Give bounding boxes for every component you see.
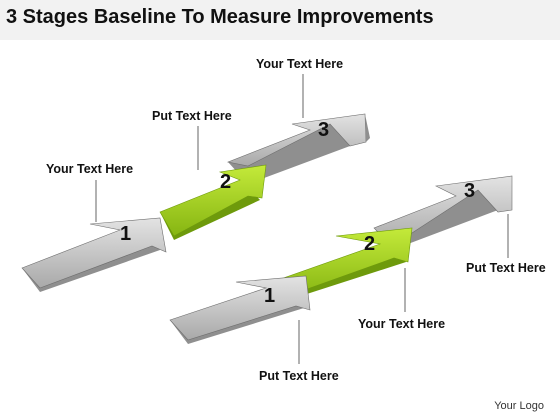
- stage-number-d1-2: 2: [220, 171, 231, 193]
- callout-d2-stage-1: Put Text Here: [259, 369, 339, 383]
- stage-number-d1-1: 1: [120, 223, 131, 245]
- diagram-2: 1 2 3 Put Text Here Your Text Here Put T…: [169, 175, 546, 383]
- logo-text: Your Logo: [494, 400, 544, 412]
- callout-d1-stage-2: Put Text Here: [152, 109, 232, 123]
- page-title: 3 Stages Baseline To Measure Improvement…: [6, 6, 434, 28]
- diagram-1: 1 2 3 Your Text Here Put Text Here Your …: [21, 57, 370, 292]
- arrow-d1-stage-1: [21, 217, 167, 292]
- stage-number-d2-3: 3: [464, 180, 475, 202]
- callout-d2-stage-3: Put Text Here: [466, 261, 546, 275]
- arrow-d2-stage-1: [169, 275, 311, 344]
- callout-d2-stage-2: Your Text Here: [358, 317, 445, 331]
- stage-number-d2-2: 2: [364, 233, 375, 255]
- title-bar: [0, 0, 560, 40]
- callout-d1-stage-1: Your Text Here: [46, 162, 133, 176]
- callout-d1-stage-3: Your Text Here: [256, 57, 343, 71]
- stage-number-d2-1: 1: [264, 285, 275, 307]
- stage-number-d1-3: 3: [318, 119, 329, 141]
- arrow-d1-stage-2: [159, 164, 267, 240]
